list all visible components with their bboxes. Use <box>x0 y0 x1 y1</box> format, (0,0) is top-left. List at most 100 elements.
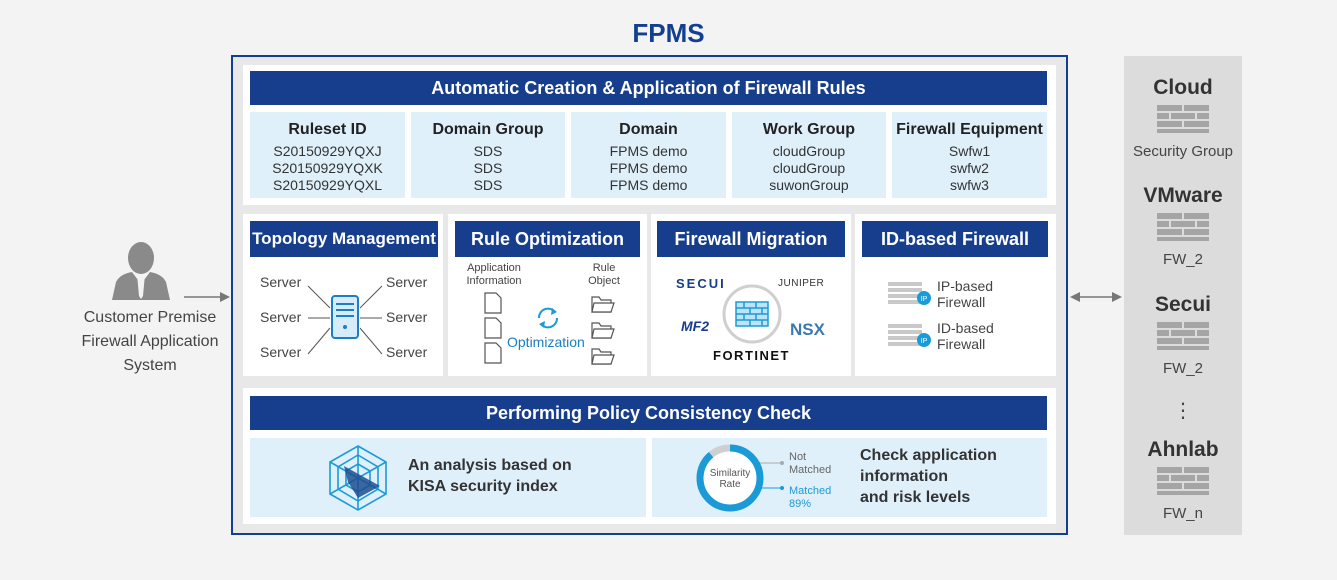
customer-line-3: System <box>123 357 177 374</box>
server-topology-icon <box>307 285 383 355</box>
server-label: Server <box>386 274 428 290</box>
ip-firewall-icon: IP <box>888 282 931 305</box>
col-value: swfw2 <box>950 160 989 176</box>
firewall-icon <box>722 284 782 344</box>
server-label: Server <box>386 309 428 325</box>
vendor-secui: SECUI <box>676 276 726 291</box>
target-ahnlab: Ahnlab FW_n <box>1124 438 1242 522</box>
vendor-mf2: MF2 <box>681 318 709 334</box>
col-value: SDS <box>473 160 503 176</box>
svg-text:IP: IP <box>921 296 928 303</box>
topology-header: Topology Management <box>250 221 438 257</box>
rules-header: Automatic Creation & Application of Fire… <box>250 71 1047 105</box>
arrow-right-icon <box>184 292 230 302</box>
vendor-fortinet: FORTINET <box>713 348 790 363</box>
bidirectional-arrow-icon <box>1070 292 1122 302</box>
policy-header: Performing Policy Consistency Check <box>250 396 1047 430</box>
target-sub: FW_n <box>1162 505 1203 522</box>
target-sub: Security Group <box>1132 143 1234 160</box>
donut-matched-arc <box>696 444 764 512</box>
id-based-firewall-label: ID-based Firewall <box>937 320 994 352</box>
server-label: Server <box>260 309 302 325</box>
col-value: swfw3 <box>950 177 989 193</box>
kisa-line-2: KISA security index <box>408 478 558 495</box>
risk-line-1: Check application <box>860 447 997 464</box>
ellipsis-icon: ⋮ <box>1173 400 1193 422</box>
not-matched-line-1: Not <box>789 451 807 463</box>
col-value: FPMS demo <box>609 160 688 176</box>
target-title: Cloud <box>1153 76 1213 99</box>
not-matched-label: Not Matched <box>789 451 831 477</box>
target-vmware: VMware FW_2 <box>1124 184 1242 268</box>
col-value: suwonGroup <box>769 177 849 193</box>
vendor-nsx: NSX <box>790 320 825 339</box>
customer-system: Customer Premise Firewall Application Sy… <box>60 238 240 378</box>
kisa-line-1: An analysis based on <box>408 457 572 474</box>
col-header: Work Group <box>762 121 856 138</box>
target-sub: FW_2 <box>1162 360 1203 377</box>
rule-object-label: Rule Object <box>588 262 620 287</box>
rules-col-domain: Domain FPMS demo FPMS demo FPMS demo <box>571 112 726 198</box>
similarity-donut <box>696 444 764 512</box>
brick-wall-icon <box>1157 467 1209 495</box>
app-info-label: Application Information <box>466 262 522 287</box>
similarity-line-2: Rate <box>719 479 741 490</box>
not-matched-line-2: Matched <box>789 464 832 476</box>
col-value: SDS <box>473 177 503 193</box>
brick-wall-icon <box>1157 213 1209 241</box>
document-icon <box>484 292 502 364</box>
rules-col-domain-group: Domain Group SDS SDS SDS <box>411 112 565 198</box>
brick-wall-icon <box>1157 105 1209 133</box>
col-header: Ruleset ID <box>288 121 367 138</box>
server-label: Server <box>386 344 428 360</box>
target-sub: FW_2 <box>1162 251 1203 268</box>
refresh-icon <box>537 307 559 329</box>
customer-line-1: Customer Premise <box>83 309 217 326</box>
matched-text: Matched <box>789 485 832 497</box>
optimization-label: Optimization <box>507 334 585 350</box>
ip-based-firewall-label: IP-based Firewall <box>937 278 994 310</box>
vendor-juniper: JUNIPER <box>778 278 825 289</box>
col-header: Domain Group <box>432 121 544 138</box>
similarity-label: Similarity Rate <box>698 468 762 490</box>
migration-header: Firewall Migration <box>657 221 845 257</box>
server-label: Server <box>260 344 302 360</box>
target-title: Secui <box>1154 293 1212 316</box>
page-title: FPMS <box>632 18 705 48</box>
col-value: cloudGroup <box>772 143 846 159</box>
kisa-text: An analysis based on KISA security index <box>408 455 572 497</box>
col-value: Swfw1 <box>948 143 991 159</box>
brick-wall-icon <box>1157 322 1209 350</box>
svg-text:IP: IP <box>921 338 928 345</box>
target-title: Ahnlab <box>1147 438 1219 461</box>
risk-line-3: and risk levels <box>860 489 971 506</box>
idfw-header: ID-based Firewall <box>862 221 1048 257</box>
server-label: Server <box>260 274 302 290</box>
col-value: S20150929YQXK <box>272 160 383 176</box>
user-icon <box>112 242 170 300</box>
target-secui: Secui FW_2 <box>1124 293 1242 377</box>
kisa-box <box>250 438 646 517</box>
rules-col-firewall-equipment: Firewall Equipment Swfw1 swfw2 swfw3 <box>892 112 1047 198</box>
radar-chart-icon <box>329 445 387 511</box>
col-header: Domain <box>619 121 678 138</box>
matched-label: Matched 89% <box>789 485 831 511</box>
matched-percent: 89% <box>789 498 812 510</box>
col-value: FPMS demo <box>609 177 688 193</box>
col-value: cloudGroup <box>772 160 846 176</box>
col-value: S20150929YQXL <box>273 177 382 193</box>
rules-col-work-group: Work Group cloudGroup cloudGroup suwonGr… <box>732 112 886 198</box>
col-header: Firewall Equipment <box>896 121 1043 138</box>
rules-col-ruleset: Ruleset ID S20150929YQXJ S20150929YQXK S… <box>250 112 405 198</box>
optimization-header: Rule Optimization <box>455 221 640 257</box>
col-value: SDS <box>473 143 503 159</box>
target-title: VMware <box>1143 184 1223 207</box>
target-column <box>1124 56 1242 535</box>
similarity-line-1: Similarity <box>709 468 751 479</box>
target-cloud: Cloud Security Group <box>1124 76 1242 160</box>
id-firewall-icon: IP <box>888 324 931 347</box>
risk-text: Check application information and risk l… <box>860 445 997 508</box>
folder-icon <box>591 296 615 365</box>
customer-line-2: Firewall Application <box>81 333 219 350</box>
risk-line-2: information <box>860 468 948 485</box>
